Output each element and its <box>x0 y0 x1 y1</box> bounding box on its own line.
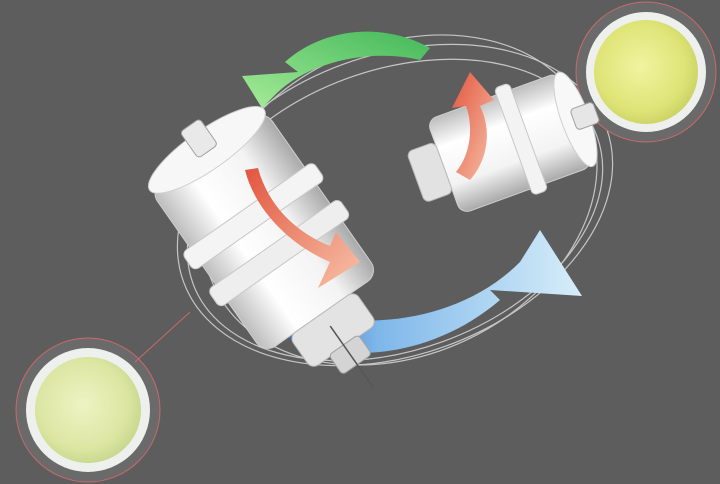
cylinder-large-left <box>124 79 439 433</box>
tea-cup-bottom-left <box>16 312 190 482</box>
rotation-arrow-green <box>242 32 430 108</box>
